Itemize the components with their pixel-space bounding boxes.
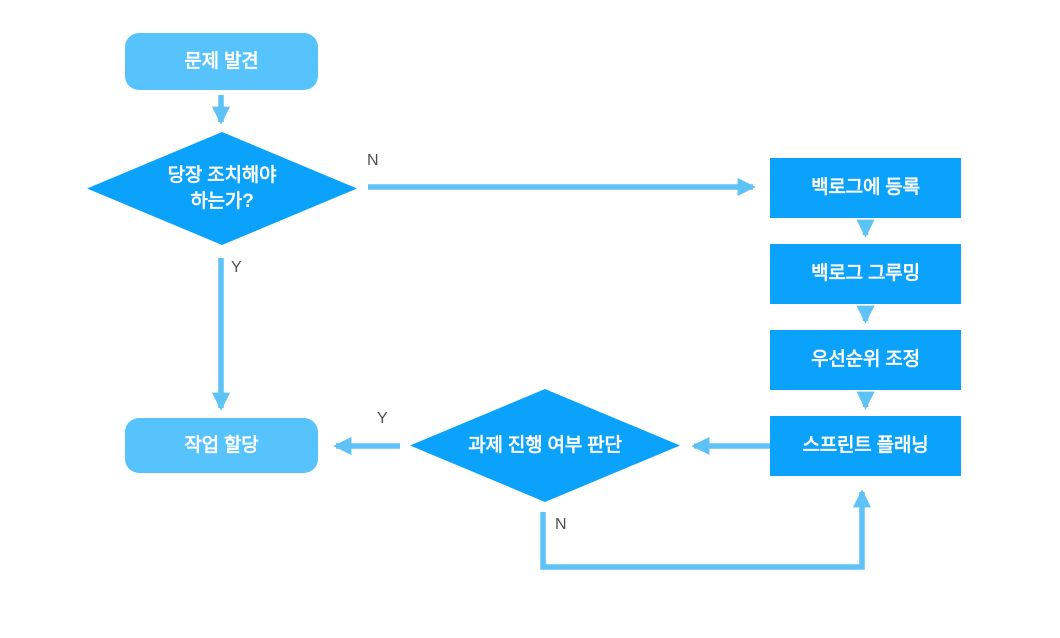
edge-label-decision1-yes: Y <box>231 259 242 276</box>
node-problem-found-label: 문제 발견 <box>184 50 259 72</box>
node-task-assign: 작업 할당 <box>125 418 318 473</box>
node-priority-adjust-label: 우선순위 조정 <box>811 349 920 371</box>
node-backlog-register: 백로그에 등록 <box>770 158 961 218</box>
node-sprint-planning: 스프린트 플래닝 <box>770 416 961 476</box>
decision-immediate-line-2: 하는가? <box>190 190 254 212</box>
decision-immediate-line-1: 당장 조치해야 <box>167 164 277 186</box>
edge-label-decision2-no: N <box>555 516 567 533</box>
node-backlog-grooming: 백로그 그루밍 <box>770 244 961 304</box>
node-backlog-register-label: 백로그에 등록 <box>811 177 920 199</box>
connector-decision2-no-loop-to-sprint <box>540 489 872 570</box>
node-problem-found: 문제 발견 <box>125 33 318 90</box>
edge-label-decision1-no: N <box>367 152 379 169</box>
node-priority-adjust: 우선순위 조정 <box>770 330 961 390</box>
node-sprint-planning-label: 스프린트 플래닝 <box>802 435 929 457</box>
node-backlog-grooming-label: 백로그 그루밍 <box>811 263 920 285</box>
node-decision-immediate-action-label: 당장 조치해야 하는가? <box>168 163 277 214</box>
node-decision-task-proceed-label: 과제 진행 여부 판단 <box>468 434 622 456</box>
node-task-assign-label: 작업 할당 <box>184 434 259 456</box>
edge-label-decision2-yes: Y <box>377 410 388 427</box>
